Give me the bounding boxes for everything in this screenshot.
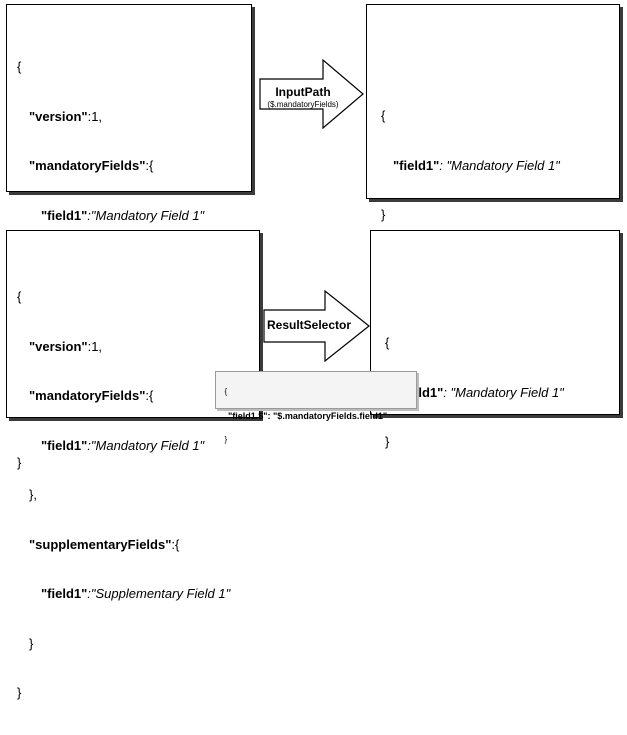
supplementary-open: :{ <box>171 536 180 552</box>
version-value: :1, <box>87 108 103 124</box>
selector-body: "field1.$": "$.mandatoryFields.field1" <box>228 411 388 421</box>
input-path-title: InputPath <box>275 85 331 99</box>
supplementary-field-key: "field1" <box>41 586 88 601</box>
supplementary-key: "supplementaryFields" <box>29 536 172 552</box>
input-json-box-top: { "version":1, "mandatoryFields":{ "fiel… <box>6 4 252 470</box>
brace-open: { <box>381 108 386 123</box>
selector-brace-open: { <box>224 387 228 396</box>
result-selector-label: ResultSelector <box>263 318 355 332</box>
supplementary-line: "supplementaryFields":{ <box>17 537 230 554</box>
input-path-arrow <box>259 59 364 129</box>
result-selector-title: ResultSelector <box>266 318 352 332</box>
mandatory-field-key: "field1" <box>41 207 88 223</box>
mandatory-field-key: "field1" <box>41 437 88 453</box>
mandatory-open: :{ <box>145 158 154 173</box>
mandatory-field-line: "field1":"Mandatory Field 1" <box>17 438 230 455</box>
output-json-box-top: { "field1": "Mandatory Field 1" } <box>366 4 620 222</box>
version-value: :1, <box>87 338 103 354</box>
brace-close: } <box>381 207 386 222</box>
field-value: : "Mandatory Field 1" <box>439 157 560 173</box>
brace-close: } <box>17 685 22 700</box>
mandatory-line: "mandatoryFields":{ <box>17 388 230 405</box>
supplementary-close: } <box>29 635 34 651</box>
result-selector-arrow <box>263 290 370 362</box>
version-key: "version" <box>29 338 88 354</box>
brace-close: } <box>385 434 390 449</box>
field-line: "field1": "Mandatory Field 1" <box>381 158 560 175</box>
mandatory-key: "mandatoryFields" <box>29 158 146 173</box>
field-value: : "Mandatory Field 1" <box>443 384 564 400</box>
brace-open: { <box>17 289 22 304</box>
mandatory-field-value: :"Mandatory Field 1" <box>87 437 205 453</box>
mandatory-key: "mandatoryFields" <box>29 388 146 403</box>
version-key: "version" <box>29 108 88 124</box>
input-path-expression: ($.mandatoryFields) <box>267 100 339 109</box>
supplementary-field-value: :"Supplementary Field 1" <box>87 586 231 601</box>
mandatory-open: :{ <box>145 388 154 403</box>
mandatory-line: "mandatoryFields":{ <box>17 158 230 175</box>
mandatory-close: }, <box>29 487 37 502</box>
version-line: "version":1, <box>17 339 230 356</box>
brace-open: { <box>17 59 22 74</box>
output-json-code-top: { "field1": "Mandatory Field 1" } <box>381 75 560 257</box>
mandatory-field-value: :"Mandatory Field 1" <box>87 207 205 223</box>
field-key: "field1" <box>393 157 440 173</box>
input-path-label: InputPath ($.mandatoryFields) <box>259 85 347 109</box>
version-line: "version":1, <box>17 109 230 126</box>
selector-brace-close: } <box>224 435 228 444</box>
result-selector-definition: { "field1.$": "$.mandatoryFields.field1"… <box>215 371 417 444</box>
mandatory-field-line: "field1":"Mandatory Field 1" <box>17 208 230 225</box>
brace-open: { <box>385 335 390 350</box>
input-json-code-bottom: { "version":1, "mandatoryFields":{ "fiel… <box>17 256 230 735</box>
supplementary-field-line: "field1":"Supplementary Field 1" <box>17 586 230 603</box>
